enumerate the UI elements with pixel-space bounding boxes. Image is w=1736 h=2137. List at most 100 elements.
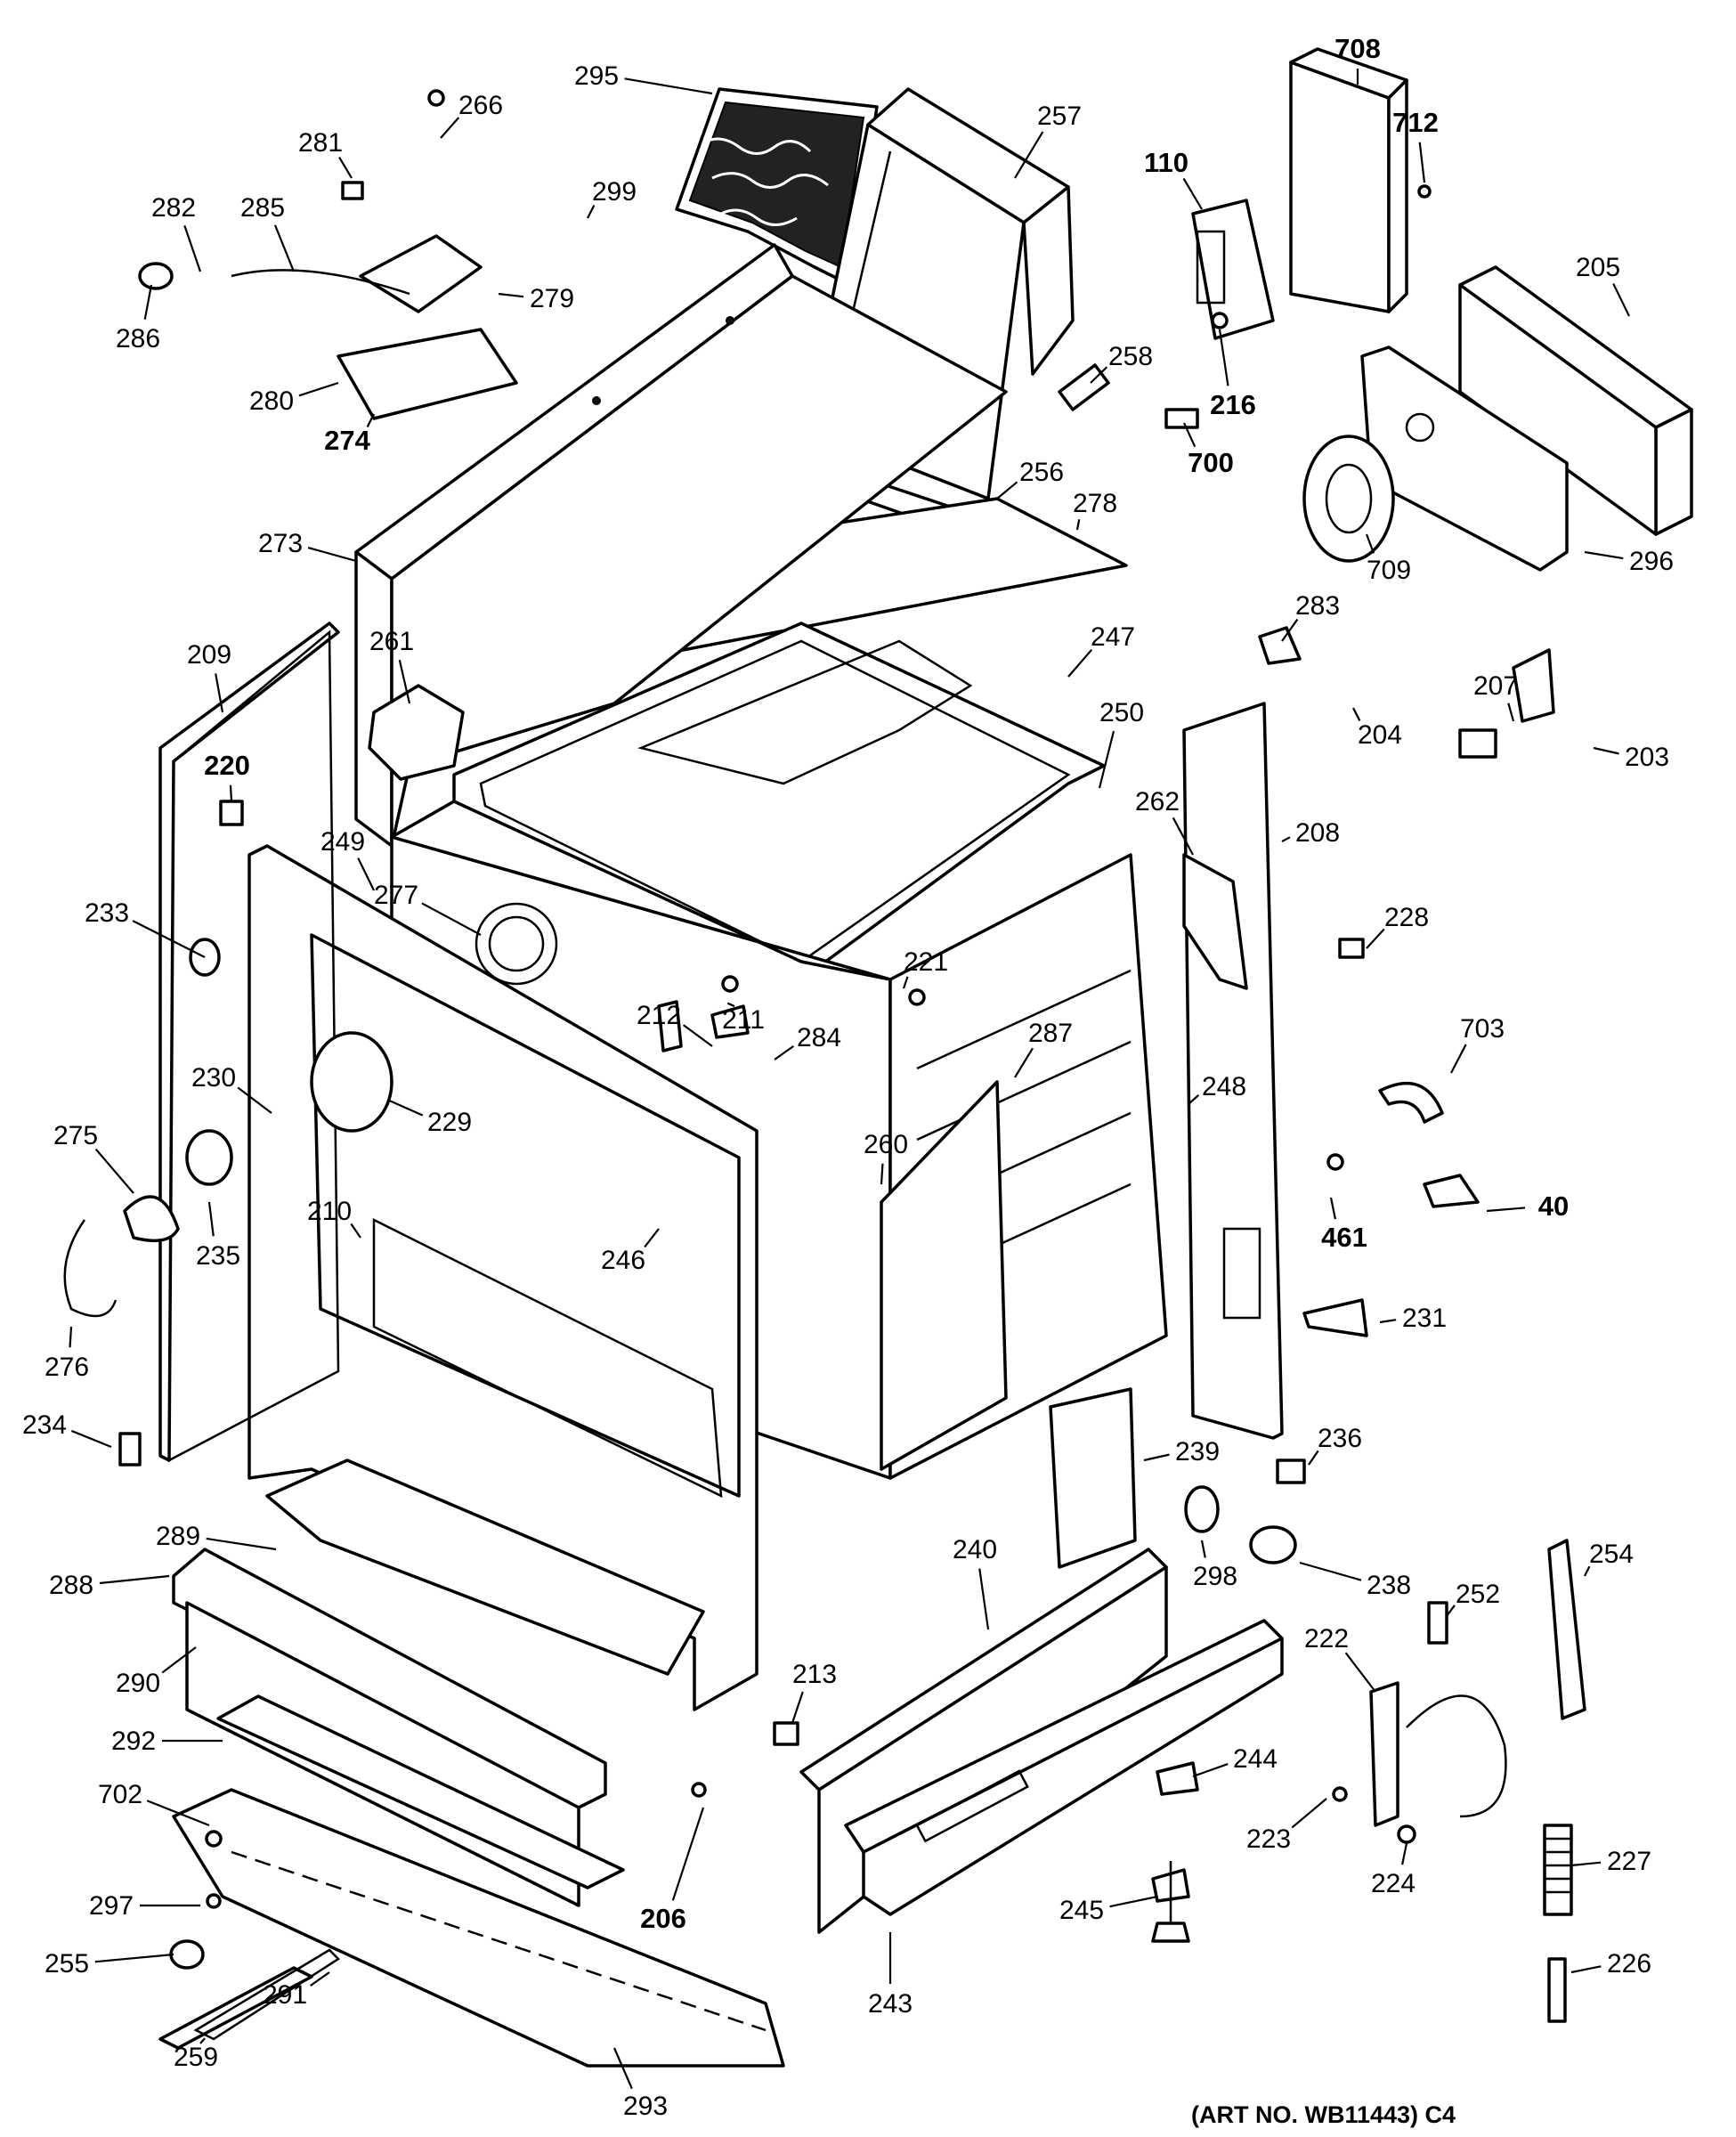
callout-label-278: 278 [1073, 489, 1117, 518]
bracket-262 [1182, 853, 1248, 990]
leader-line-280 [298, 381, 339, 397]
callout-label-239: 239 [1175, 1437, 1220, 1467]
art-number: (ART NO. WB11443) C4 [1191, 2101, 1456, 2128]
leader-line-40 [1486, 1207, 1526, 1213]
insulation-261 [368, 684, 465, 781]
callout-label-296: 296 [1629, 547, 1674, 576]
callout-label-288: 288 [49, 1571, 93, 1600]
leader-line-279 [498, 292, 524, 298]
callout-label-295: 295 [574, 61, 619, 91]
callout-label-235: 235 [196, 1241, 240, 1271]
callout-label-204: 204 [1358, 720, 1402, 750]
callout-label-245: 245 [1059, 1896, 1104, 1925]
leader-line-283 [1281, 618, 1299, 642]
leader-line-291 [309, 1971, 330, 1987]
callout-label-221: 221 [904, 947, 948, 977]
side-panel-287 [880, 1080, 1008, 1471]
callout-label-203: 203 [1625, 743, 1669, 772]
leader-line-233 [132, 920, 206, 958]
callout-label-708: 708 [1334, 33, 1381, 64]
callout-label-273: 273 [258, 529, 303, 558]
callout-label-213: 213 [792, 1660, 837, 1689]
leader-line-228 [1366, 928, 1385, 949]
leader-line-206 [671, 1807, 705, 1901]
callout-label-229: 229 [427, 1108, 472, 1137]
leader-line-222 [1344, 1652, 1376, 1693]
callout-label-212: 212 [637, 1001, 681, 1030]
leader-line-212 [682, 1024, 713, 1047]
spring-227 [1543, 1824, 1573, 1916]
callout-label-286: 286 [116, 324, 160, 353]
callout-label-246: 246 [601, 1246, 645, 1275]
part-drawings [63, 47, 1693, 2068]
callout-label-287: 287 [1028, 1019, 1073, 1048]
wire-clip-276 [63, 1219, 118, 1318]
callout-label-700: 700 [1188, 447, 1234, 478]
leader-line-289 [206, 1537, 277, 1551]
callout-label-250: 250 [1099, 698, 1144, 727]
leader-line-207 [1507, 703, 1515, 722]
callout-label-224: 224 [1371, 1869, 1416, 1898]
insulation-pad-295 [675, 87, 879, 287]
shield-292 [216, 1694, 625, 1889]
leader-line-298 [1200, 1540, 1206, 1558]
callout-label-275: 275 [53, 1121, 98, 1150]
callout-label-256: 256 [1019, 458, 1064, 487]
callout-label-277: 277 [374, 881, 418, 910]
callout-label-227: 227 [1607, 1847, 1651, 1876]
callout-label-461: 461 [1321, 1222, 1367, 1253]
callout-label-208: 208 [1295, 818, 1340, 848]
leader-line-703 [1450, 1044, 1467, 1074]
leader-line-709 [1365, 533, 1375, 554]
leader-line-273 [307, 546, 357, 563]
callout-label-297: 297 [89, 1891, 134, 1921]
leader-line-245 [1109, 1895, 1158, 1908]
ring-709 [1302, 435, 1395, 563]
rear-panel-273 [354, 243, 1008, 848]
leader-line-262 [1172, 817, 1194, 856]
callout-label-712: 712 [1392, 107, 1439, 138]
callout-label-282: 282 [151, 193, 196, 223]
callout-label-285: 285 [240, 193, 285, 223]
leader-line-223 [1291, 1798, 1327, 1829]
leader-line-287 [1014, 1047, 1034, 1078]
callout-label-259: 259 [174, 2043, 218, 2072]
leader-line-210 [350, 1223, 361, 1239]
bracket-239 [1049, 1387, 1137, 1569]
callout-label-206: 206 [640, 1903, 686, 1934]
callout-label-284: 284 [797, 1023, 841, 1052]
callout-label-291: 291 [263, 1980, 307, 2010]
callout-label-240: 240 [953, 1535, 997, 1564]
leader-line-288 [99, 1574, 170, 1585]
leader-line-234 [70, 1429, 112, 1449]
leader-line-712 [1418, 142, 1426, 183]
callout-label-276: 276 [45, 1353, 89, 1382]
leader-line-248 [1188, 1094, 1200, 1105]
leader-line-208 [1281, 836, 1291, 842]
leader-line-255 [94, 1953, 174, 1963]
back-cover-205 [1458, 265, 1693, 536]
callout-label-211: 211 [722, 1005, 765, 1035]
leader-line-259 [199, 2037, 206, 2044]
callout-label-247: 247 [1091, 622, 1135, 652]
callout-label-290: 290 [116, 1669, 160, 1698]
hinge-254 [1547, 1539, 1586, 1720]
leader-line-284 [774, 1044, 795, 1060]
leader-line-250 [1098, 730, 1115, 789]
hinge-assembly-222 [1369, 1681, 1507, 1827]
callout-label-231: 231 [1402, 1304, 1447, 1333]
leader-line-224 [1401, 1842, 1408, 1865]
callout-label-40: 40 [1538, 1190, 1569, 1222]
enclosure-708 [1289, 47, 1408, 313]
callout-label-258: 258 [1108, 342, 1153, 371]
socket-bracket-229 [310, 1031, 393, 1133]
callout-label-238: 238 [1367, 1571, 1411, 1600]
leader-line-461 [1329, 1197, 1336, 1220]
leader-line-274 [366, 413, 375, 427]
drawer-base-293 [172, 1788, 785, 2068]
link-226 [1547, 1957, 1567, 2023]
leader-line-211 [726, 1002, 735, 1008]
leader-line-252 [1446, 1605, 1456, 1617]
leader-line-299 [587, 205, 596, 219]
leader-line-203 [1593, 746, 1619, 755]
